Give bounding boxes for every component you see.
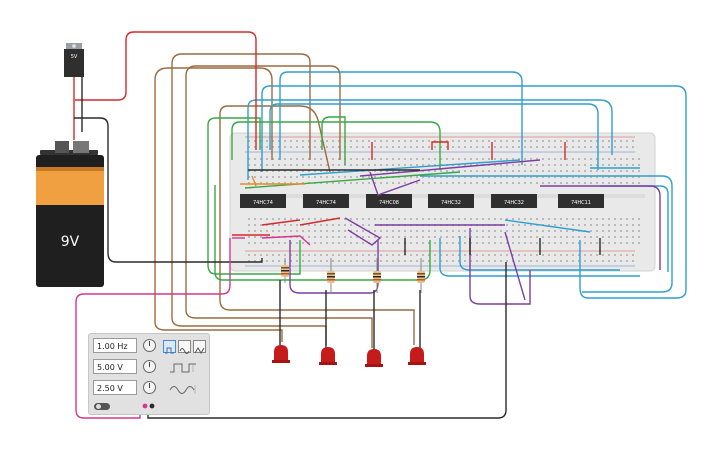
ic-chip-5[interactable]: 74HC32 xyxy=(491,194,537,208)
frequency-knob[interactable] xyxy=(143,339,156,352)
dc-offset-knob[interactable] xyxy=(143,381,156,394)
magenta-wire[interactable] xyxy=(75,235,311,419)
led-4[interactable] xyxy=(408,347,426,365)
led-2[interactable] xyxy=(319,347,337,365)
regulator-label: 5V xyxy=(71,54,78,60)
chip-label: 74HC32 xyxy=(441,200,461,206)
sine-wave-button[interactable] xyxy=(178,340,191,354)
resistor-4[interactable] xyxy=(417,258,425,293)
led-3[interactable] xyxy=(365,349,383,367)
ic-chip-1[interactable]: 74HC74 xyxy=(240,194,286,208)
red-wires[interactable] xyxy=(73,31,566,236)
chip-label: 74HC74 xyxy=(316,200,336,206)
chip-label: 74HC32 xyxy=(504,200,524,206)
square-wave-icon xyxy=(165,347,174,354)
dc-offset-field[interactable]: 2.50 V xyxy=(93,380,137,395)
amplitude-wave-icon xyxy=(170,363,196,373)
orange-wires[interactable] xyxy=(240,175,305,187)
brown-wires[interactable] xyxy=(154,53,415,348)
led-1[interactable] xyxy=(272,345,290,363)
chip-label: 74HC74 xyxy=(253,200,273,206)
output-terminals[interactable] xyxy=(142,400,156,412)
amplitude-knob[interactable] xyxy=(143,360,156,373)
black-wires[interactable] xyxy=(74,76,601,419)
square-wave-button[interactable] xyxy=(163,340,176,354)
voltage-regulator[interactable]: 5V xyxy=(64,43,84,77)
triangle-wave-icon xyxy=(194,347,205,354)
sine-wave-icon xyxy=(179,348,190,354)
ic-chip-3[interactable]: 74HC08 xyxy=(366,194,412,208)
amplitude-field[interactable]: 5.00 V xyxy=(93,359,137,374)
resistor-3[interactable] xyxy=(373,258,381,293)
ic-chip-2[interactable]: 74HC74 xyxy=(303,194,349,208)
offset-wave-icon xyxy=(169,385,196,394)
resistor-2[interactable] xyxy=(327,258,335,293)
battery-9v[interactable]: 9V xyxy=(36,141,104,287)
power-switch[interactable] xyxy=(94,403,110,410)
ic-chip-4[interactable]: 74HC32 xyxy=(428,194,474,208)
triangle-wave-button[interactable] xyxy=(193,340,206,354)
frequency-field[interactable]: 1.00 Hz xyxy=(93,338,137,353)
ic-chip-6[interactable]: 74HC11 xyxy=(558,194,604,208)
battery-label: 9V xyxy=(61,234,80,250)
blue-wires[interactable] xyxy=(247,71,687,299)
green-wires[interactable] xyxy=(207,116,461,281)
resistor-1[interactable] xyxy=(281,258,289,283)
purple-wires[interactable] xyxy=(289,159,661,305)
chip-label: 74HC08 xyxy=(379,200,399,206)
chip-label: 74HC11 xyxy=(571,200,591,206)
function-generator[interactable]: 1.00 Hz 5.00 V 2.50 V xyxy=(88,333,210,415)
